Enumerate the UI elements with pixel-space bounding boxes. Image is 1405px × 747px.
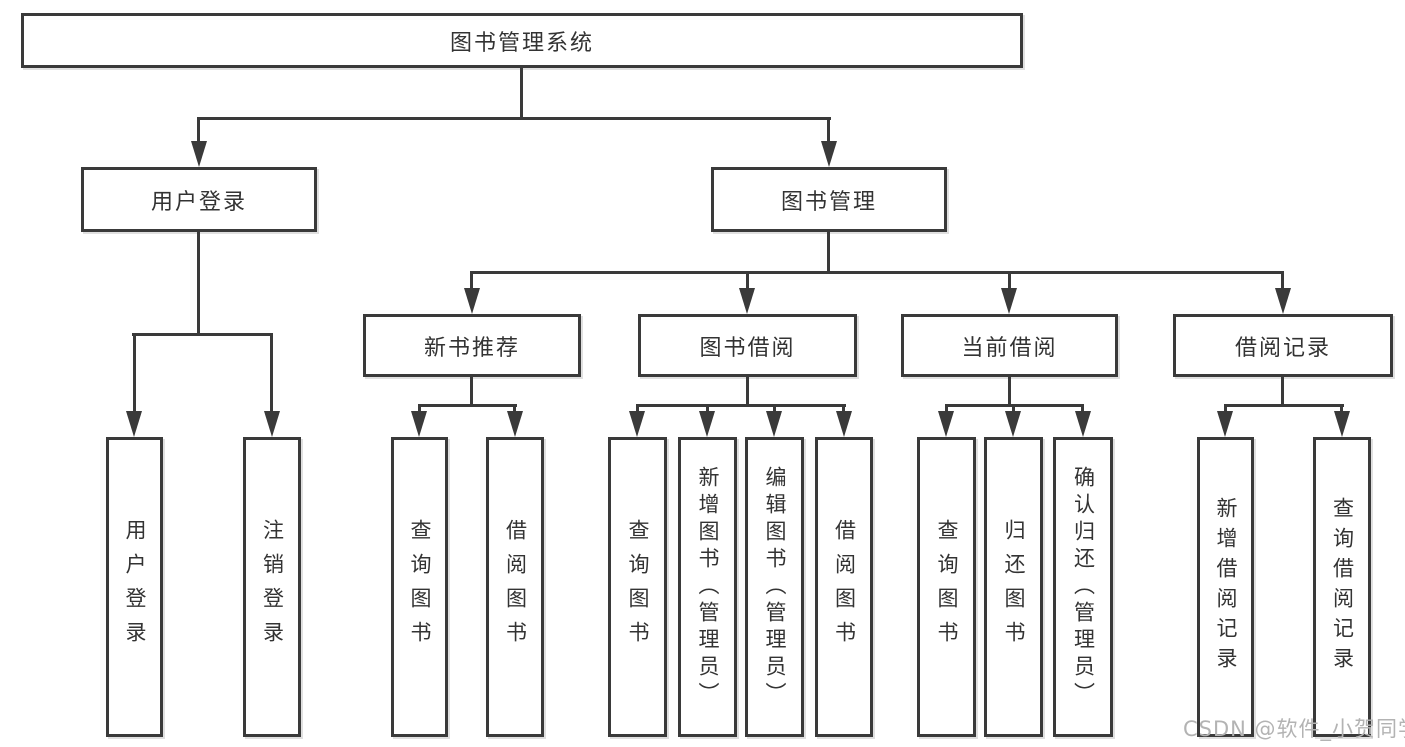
node-book-borrowing: 图书借阅 xyxy=(638,314,857,377)
leaf-label: 注销登录 xyxy=(260,519,285,655)
connector-root-hline xyxy=(197,117,831,120)
node-label: 图书借阅 xyxy=(699,335,796,361)
connector-bookborrow-vline xyxy=(746,377,749,407)
leaf-label: 查询借阅记录 xyxy=(1330,497,1355,677)
leaf-query-borrow-record: 查询借阅记录 xyxy=(1313,437,1371,737)
connector-stem xyxy=(1008,271,1011,291)
connector-stem xyxy=(418,404,421,416)
node-label: 图书管理系统 xyxy=(449,30,594,56)
arrow-down-icon xyxy=(264,411,280,437)
connector-stem xyxy=(746,271,749,291)
connector-userlogin-vline xyxy=(197,232,200,335)
leaf-edit-books-admin: 编辑图书（管理员） xyxy=(745,437,804,737)
leaf-borrow-books-recommend: 借阅图书 xyxy=(486,437,544,737)
arrow-down-icon xyxy=(1334,411,1350,437)
connector-borrowrecord-hline xyxy=(1224,404,1344,407)
arrow-down-icon xyxy=(938,411,954,437)
leaf-label: 归还图书 xyxy=(1002,519,1026,655)
connector-stem xyxy=(636,404,639,416)
node-new-book-recommend: 新书推荐 xyxy=(363,314,581,377)
connector-stem xyxy=(773,404,776,416)
node-borrowing-records: 借阅记录 xyxy=(1173,314,1393,377)
connector-stem xyxy=(706,404,709,416)
arrow-down-icon xyxy=(1005,411,1021,437)
arrow-down-icon xyxy=(1001,288,1017,314)
leaf-user-login: 用户登录 xyxy=(106,437,163,737)
leaf-label: 查询图书 xyxy=(408,519,432,655)
leaf-label: 查询图书 xyxy=(626,519,650,655)
connector-stem xyxy=(133,333,136,415)
leaf-add-borrow-record: 新增借阅记录 xyxy=(1197,437,1254,737)
arrow-down-icon xyxy=(1217,411,1233,437)
connector-stem xyxy=(1012,404,1015,416)
arrow-down-icon xyxy=(821,141,837,167)
connector-stem xyxy=(513,404,516,416)
node-label: 当前借阅 xyxy=(961,335,1058,361)
arrow-down-icon xyxy=(766,411,782,437)
node-label: 借阅记录 xyxy=(1234,335,1331,361)
arrow-down-icon xyxy=(191,141,207,167)
leaf-logout-login: 注销登录 xyxy=(243,437,301,737)
arrow-down-icon xyxy=(739,288,755,314)
arrow-down-icon xyxy=(699,411,715,437)
connector-stem xyxy=(470,271,473,291)
arrow-down-icon xyxy=(1075,411,1091,437)
leaf-label: 确认归还（管理员） xyxy=(1071,465,1096,709)
leaf-borrow-books-borrowing: 借阅图书 xyxy=(815,437,873,737)
connector-stem xyxy=(842,404,845,416)
leaf-return-books: 归还图书 xyxy=(984,437,1043,737)
connector-borrowrecord-vline xyxy=(1281,377,1284,407)
node-label: 用户登录 xyxy=(150,189,247,215)
leaf-label: 查询图书 xyxy=(935,519,959,655)
arrow-down-icon xyxy=(464,288,480,314)
node-library-system: 图书管理系统 xyxy=(21,13,1023,68)
connector-stem xyxy=(270,333,273,415)
connector-newbook-hline xyxy=(418,404,517,407)
arrow-down-icon xyxy=(126,411,142,437)
connector-bookmgmt-hline xyxy=(470,271,1284,274)
connector-stem xyxy=(1224,404,1227,416)
node-user-login: 用户登录 xyxy=(81,167,317,232)
connector-bookmgmt-vline xyxy=(827,232,830,274)
leaf-label: 借阅图书 xyxy=(503,519,528,655)
connector-stem xyxy=(1281,271,1284,291)
connector-stem xyxy=(827,117,830,145)
arrow-down-icon xyxy=(411,411,427,437)
leaf-label: 用户登录 xyxy=(123,519,147,655)
arrow-down-icon xyxy=(1275,288,1291,314)
leaf-label: 新增图书（管理员） xyxy=(696,465,720,709)
leaf-query-books-recommend: 查询图书 xyxy=(391,437,448,737)
connector-stem xyxy=(945,404,948,416)
leaf-query-books-borrowing: 查询图书 xyxy=(608,437,667,737)
watermark: CSDN @软件_小贺同学 xyxy=(1183,717,1405,741)
leaf-label: 借阅图书 xyxy=(832,519,857,655)
connector-stem xyxy=(1340,404,1343,416)
connector-stem xyxy=(1081,404,1084,416)
connector-newbook-vline xyxy=(470,377,473,407)
arrow-down-icon xyxy=(629,411,645,437)
leaf-label: 新增借阅记录 xyxy=(1214,497,1238,677)
leaf-confirm-return-admin: 确认归还（管理员） xyxy=(1053,437,1113,737)
node-label: 图书管理 xyxy=(780,189,877,215)
node-current-borrowing: 当前借阅 xyxy=(901,314,1118,377)
connector-root-vline xyxy=(520,68,523,118)
connector-stem xyxy=(197,117,200,145)
leaf-add-books-admin: 新增图书（管理员） xyxy=(678,437,737,737)
leaf-query-books-current: 查询图书 xyxy=(917,437,976,737)
connector-userlogin-hline xyxy=(132,333,273,336)
arrow-down-icon xyxy=(507,411,523,437)
node-book-management: 图书管理 xyxy=(711,167,947,232)
arrow-down-icon xyxy=(836,411,852,437)
connector-currentborrow-vline xyxy=(1008,377,1011,407)
connector-bookborrow-hline xyxy=(636,404,846,407)
leaf-label: 编辑图书（管理员） xyxy=(763,465,787,709)
node-label: 新书推荐 xyxy=(423,335,520,361)
